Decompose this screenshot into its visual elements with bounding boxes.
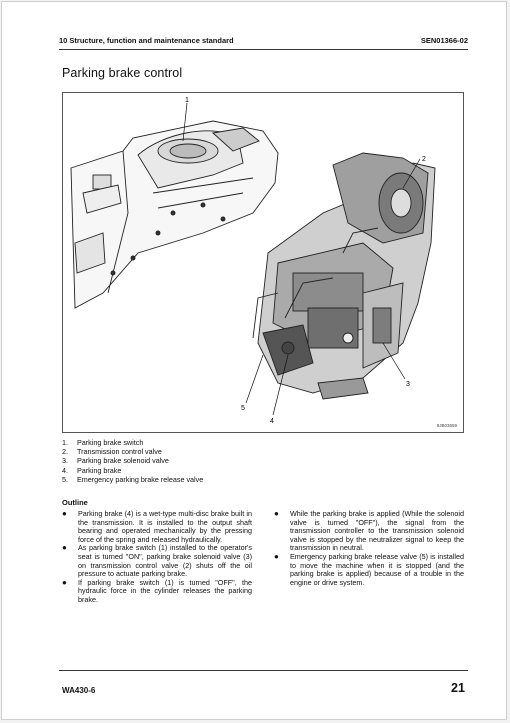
outline-paragraph: ●As parking brake switch (1) installed t…: [62, 543, 252, 579]
document-code: SEN01366-02: [420, 36, 468, 45]
callout-1: 1: [185, 97, 189, 104]
parts-list-item: 1.Parking brake switch: [62, 438, 144, 447]
callout-2: 2: [422, 156, 426, 163]
section-title: 10 Structure, function and maintenance s…: [59, 36, 234, 45]
outline-paragraph: ●Emergency parking brake release valve (…: [274, 551, 464, 587]
callout-leaders: [182, 102, 421, 416]
header-rule: [59, 49, 468, 50]
parking-brake-illustration: 1 2 3 4 5 9JB03659: [62, 92, 464, 433]
model-code: WA430-6: [62, 686, 96, 695]
outline-paragraph: ●Parking brake (4) is a wet-type multi-d…: [62, 509, 252, 544]
illustration-drawing: 1 2 3 4 5: [70, 97, 436, 425]
page-header: 10 Structure, function and maintenance s…: [59, 36, 468, 45]
outline-paragraph: ●If parking brake switch (1) is turned "…: [62, 577, 252, 604]
outline-paragraph: ●While the parking brake is applied (Whi…: [274, 509, 464, 553]
outline-left-column: ●Parking brake (4) is a wet-type multi-d…: [62, 509, 252, 605]
callout-3: 3: [406, 381, 410, 388]
footer-rule: [59, 670, 468, 671]
parts-list-item: 3.Parking brake solenoid valve: [62, 456, 169, 466]
parts-list-item: 4.Parking brake: [62, 465, 122, 475]
figure-code: 9JB03659: [436, 423, 457, 428]
transmission-drawing: [252, 152, 436, 400]
parts-list: 1.Parking brake switch 2.Transmission co…: [62, 438, 203, 484]
parts-list-item: 2.Transmission control valve: [62, 447, 162, 457]
page-number: 21: [451, 681, 465, 695]
page-title: Parking brake control: [62, 66, 183, 80]
callout-4: 4: [270, 418, 274, 425]
callout-5: 5: [241, 405, 245, 412]
parts-list-item: 5.Emergency parking brake release valve: [62, 474, 204, 484]
outline-heading: Outline: [62, 498, 88, 507]
dashboard-panel-drawing: [70, 120, 279, 309]
outline-right-column: ●While the parking brake is applied (Whi…: [274, 509, 464, 587]
